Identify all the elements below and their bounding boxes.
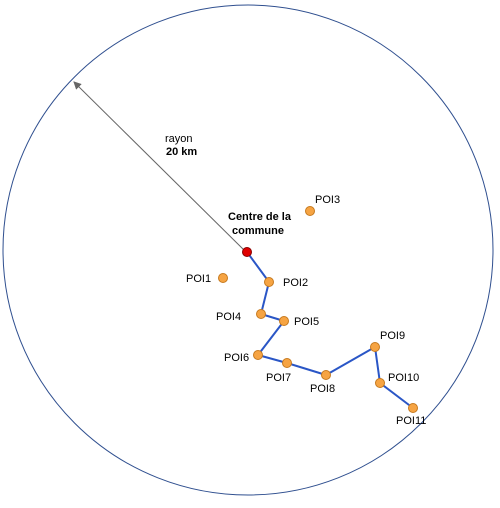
poi-marker-poi3 <box>305 206 315 216</box>
poi-label-poi9: POI9 <box>380 330 405 342</box>
route-segment-poi2-poi4 <box>260 281 270 315</box>
poi-label-poi5: POI5 <box>294 316 319 328</box>
poi-label-poi6: POI6 <box>224 352 249 364</box>
poi-label-poi11: POI11 <box>396 415 426 427</box>
route-segment-poi8-poi9 <box>325 346 376 376</box>
poi-label-poi4: POI4 <box>216 311 241 323</box>
poi-marker-poi2 <box>264 277 274 287</box>
poi-label-poi10: POI10 <box>388 372 419 384</box>
route-segment-poi7-poi8 <box>286 362 327 376</box>
route-segment-poi6-poi7 <box>257 354 288 364</box>
centre-label-line1: Centre de la <box>228 211 292 223</box>
route-segment-poi10-poi11 <box>379 382 414 409</box>
poi-marker-poi4 <box>256 309 266 319</box>
route-segment-poi5-poi6 <box>257 320 285 356</box>
poi-marker-poi8 <box>321 370 331 380</box>
poi-marker-poi1 <box>218 273 228 283</box>
poi-label-poi1: POI1 <box>186 273 211 285</box>
poi-label-poi7: POI7 <box>266 372 291 384</box>
poi-marker-poi10 <box>375 378 385 388</box>
poi-marker-poi11 <box>408 403 418 413</box>
poi-label-poi3: POI3 <box>315 194 340 206</box>
poi-label-poi8: POI8 <box>310 383 335 395</box>
poi-marker-poi5 <box>279 316 289 326</box>
radius-arrow <box>73 81 247 253</box>
centre-marker <box>242 247 252 257</box>
poi-marker-poi9 <box>370 342 380 352</box>
radius-value: 20 km <box>166 146 197 158</box>
centre-label-line2: commune <box>232 225 284 237</box>
poi-marker-poi7 <box>282 358 292 368</box>
poi-marker-poi6 <box>253 350 263 360</box>
boundary-circle <box>2 4 494 496</box>
poi-label-poi2: POI2 <box>283 277 308 289</box>
route-segment-poi9-poi10 <box>374 346 381 384</box>
radius-label: rayon <box>165 133 193 145</box>
route-segment-centre-poi2 <box>246 251 270 283</box>
route <box>246 251 414 409</box>
